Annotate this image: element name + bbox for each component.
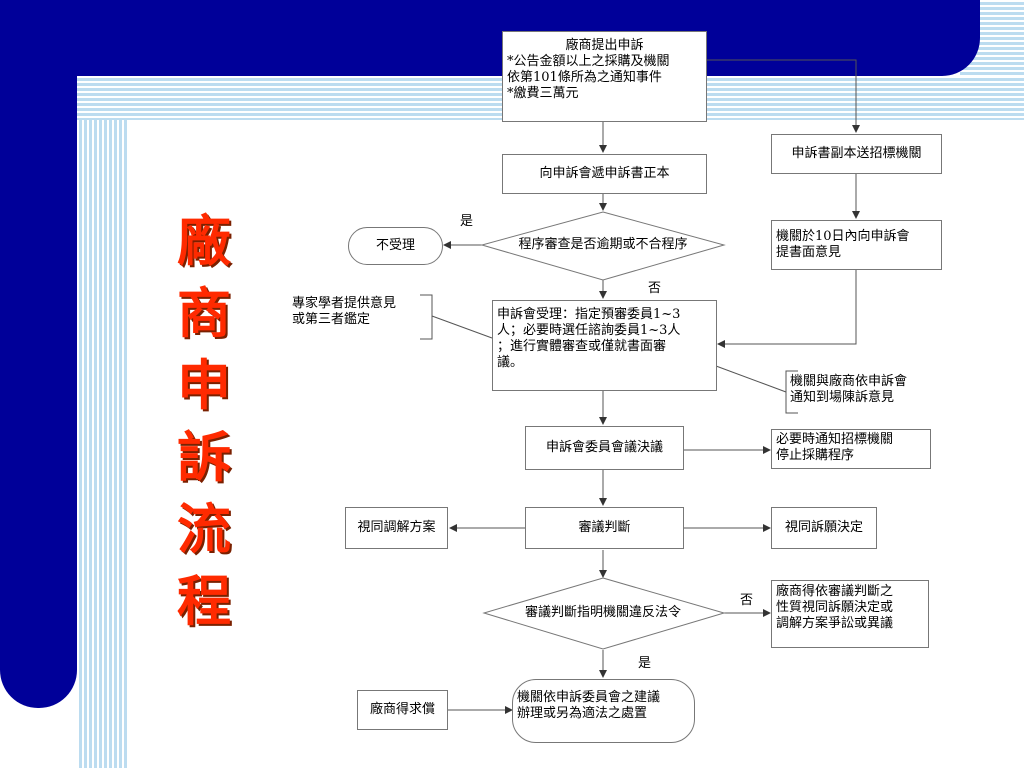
illegal-decision-label: 審議判斷指明機關違反法令	[524, 605, 681, 620]
appeal-line: 性質視同訴願決定或	[776, 600, 894, 615]
start-line: *公告金額以上之採購及機關	[507, 54, 670, 69]
judgment-box: 審議判斷	[525, 507, 684, 549]
start-box: 廠商提出申訴 *公告金額以上之採購及機關 依第101條所為之通知事件 *繳費三萬…	[502, 31, 707, 122]
notify-stop-line: 必要時通知招標機關	[776, 432, 894, 447]
final-line: 辦理或另為適法之處置	[517, 706, 648, 721]
title-char: 程	[177, 569, 231, 633]
final-line: 機關依申訴委員會之建議	[517, 690, 661, 705]
start-line: *繳費三萬元	[507, 86, 579, 101]
appeal-line: 廠商得依審議判斷之	[776, 584, 894, 599]
hearing-line: 機關與廠商依申訴會	[790, 374, 908, 389]
as-decision-box: 視同訴願決定	[771, 507, 877, 549]
hearing-note: 機關與廠商依申訴會 通知到場陳訴意見	[790, 374, 907, 406]
hearing-line: 通知到場陳訴意見	[790, 390, 895, 405]
expert-note: 專家學者提供意見 或第三者鑑定	[292, 296, 396, 328]
notify-stop-box: 必要時通知招標機關 停止採購程序	[771, 429, 931, 469]
no-label-2: 否	[740, 593, 754, 608]
agency-reply-line: 機關於10日內向申訴會	[776, 229, 910, 244]
accept-line: ；進行實體審查或僅就書面審	[497, 339, 667, 354]
as-mediation-box: 視同調解方案	[345, 507, 448, 549]
title-char: 流	[177, 497, 231, 561]
page-number: 15	[32, 746, 51, 765]
accept-line: 議。	[497, 355, 524, 370]
accept-box: 申訴會受理：指定預審委員1~3 人；必要時選任諮詢委員1~3人 ；進行實體審查或…	[492, 300, 717, 391]
agency-reply-line: 提書面意見	[776, 245, 842, 260]
left-bar	[0, 0, 77, 708]
title-char: 申	[177, 353, 231, 417]
illegal-diamond	[482, 577, 726, 650]
yes-label-1: 是	[460, 214, 474, 229]
left-stripes	[77, 120, 128, 768]
compensation-box: 廠商得求償	[357, 690, 448, 730]
review-decision-label: 程序審查是否逾期或不合程序	[518, 237, 688, 252]
copy-to-agency-box: 申訴書副本送招標機關	[771, 134, 942, 174]
agency-reply-box: 機關於10日內向申訴會 提書面意見	[771, 220, 942, 270]
expert-line: 專家學者提供意見	[292, 296, 397, 311]
slide-title: 廠 商 申 訴 流 程	[168, 205, 240, 637]
submit-box: 向申訴會遞申訴書正本	[502, 154, 707, 194]
header-band	[0, 0, 980, 76]
no-label-1: 否	[648, 281, 662, 296]
title-char: 訴	[177, 425, 231, 489]
start-line: 廠商提出申訴	[565, 38, 644, 53]
committee-box: 申訴會委員會議決議	[525, 426, 684, 470]
appeal-line: 調解方案爭訟或異議	[776, 616, 894, 631]
title-char: 商	[177, 281, 231, 345]
review-diamond	[480, 211, 726, 281]
appeal-box: 廠商得依審議判斷之 性質視同訴願決定或 調解方案爭訟或異議	[771, 580, 929, 648]
reject-box: 不受理	[348, 227, 443, 265]
final-box: 機關依申訴委員會之建議 辦理或另為適法之處置	[512, 679, 695, 743]
accept-line: 人；必要時選任諮詢委員1~3人	[497, 323, 681, 338]
yes-label-2: 是	[638, 656, 652, 671]
start-line: 依第101條所為之通知事件	[507, 70, 662, 85]
accept-line: 申訴會受理：指定預審委員1~3	[497, 307, 681, 322]
title-char: 廠	[177, 209, 231, 273]
notify-stop-line: 停止採購程序	[776, 448, 855, 463]
expert-line: 或第三者鑑定	[292, 312, 371, 327]
